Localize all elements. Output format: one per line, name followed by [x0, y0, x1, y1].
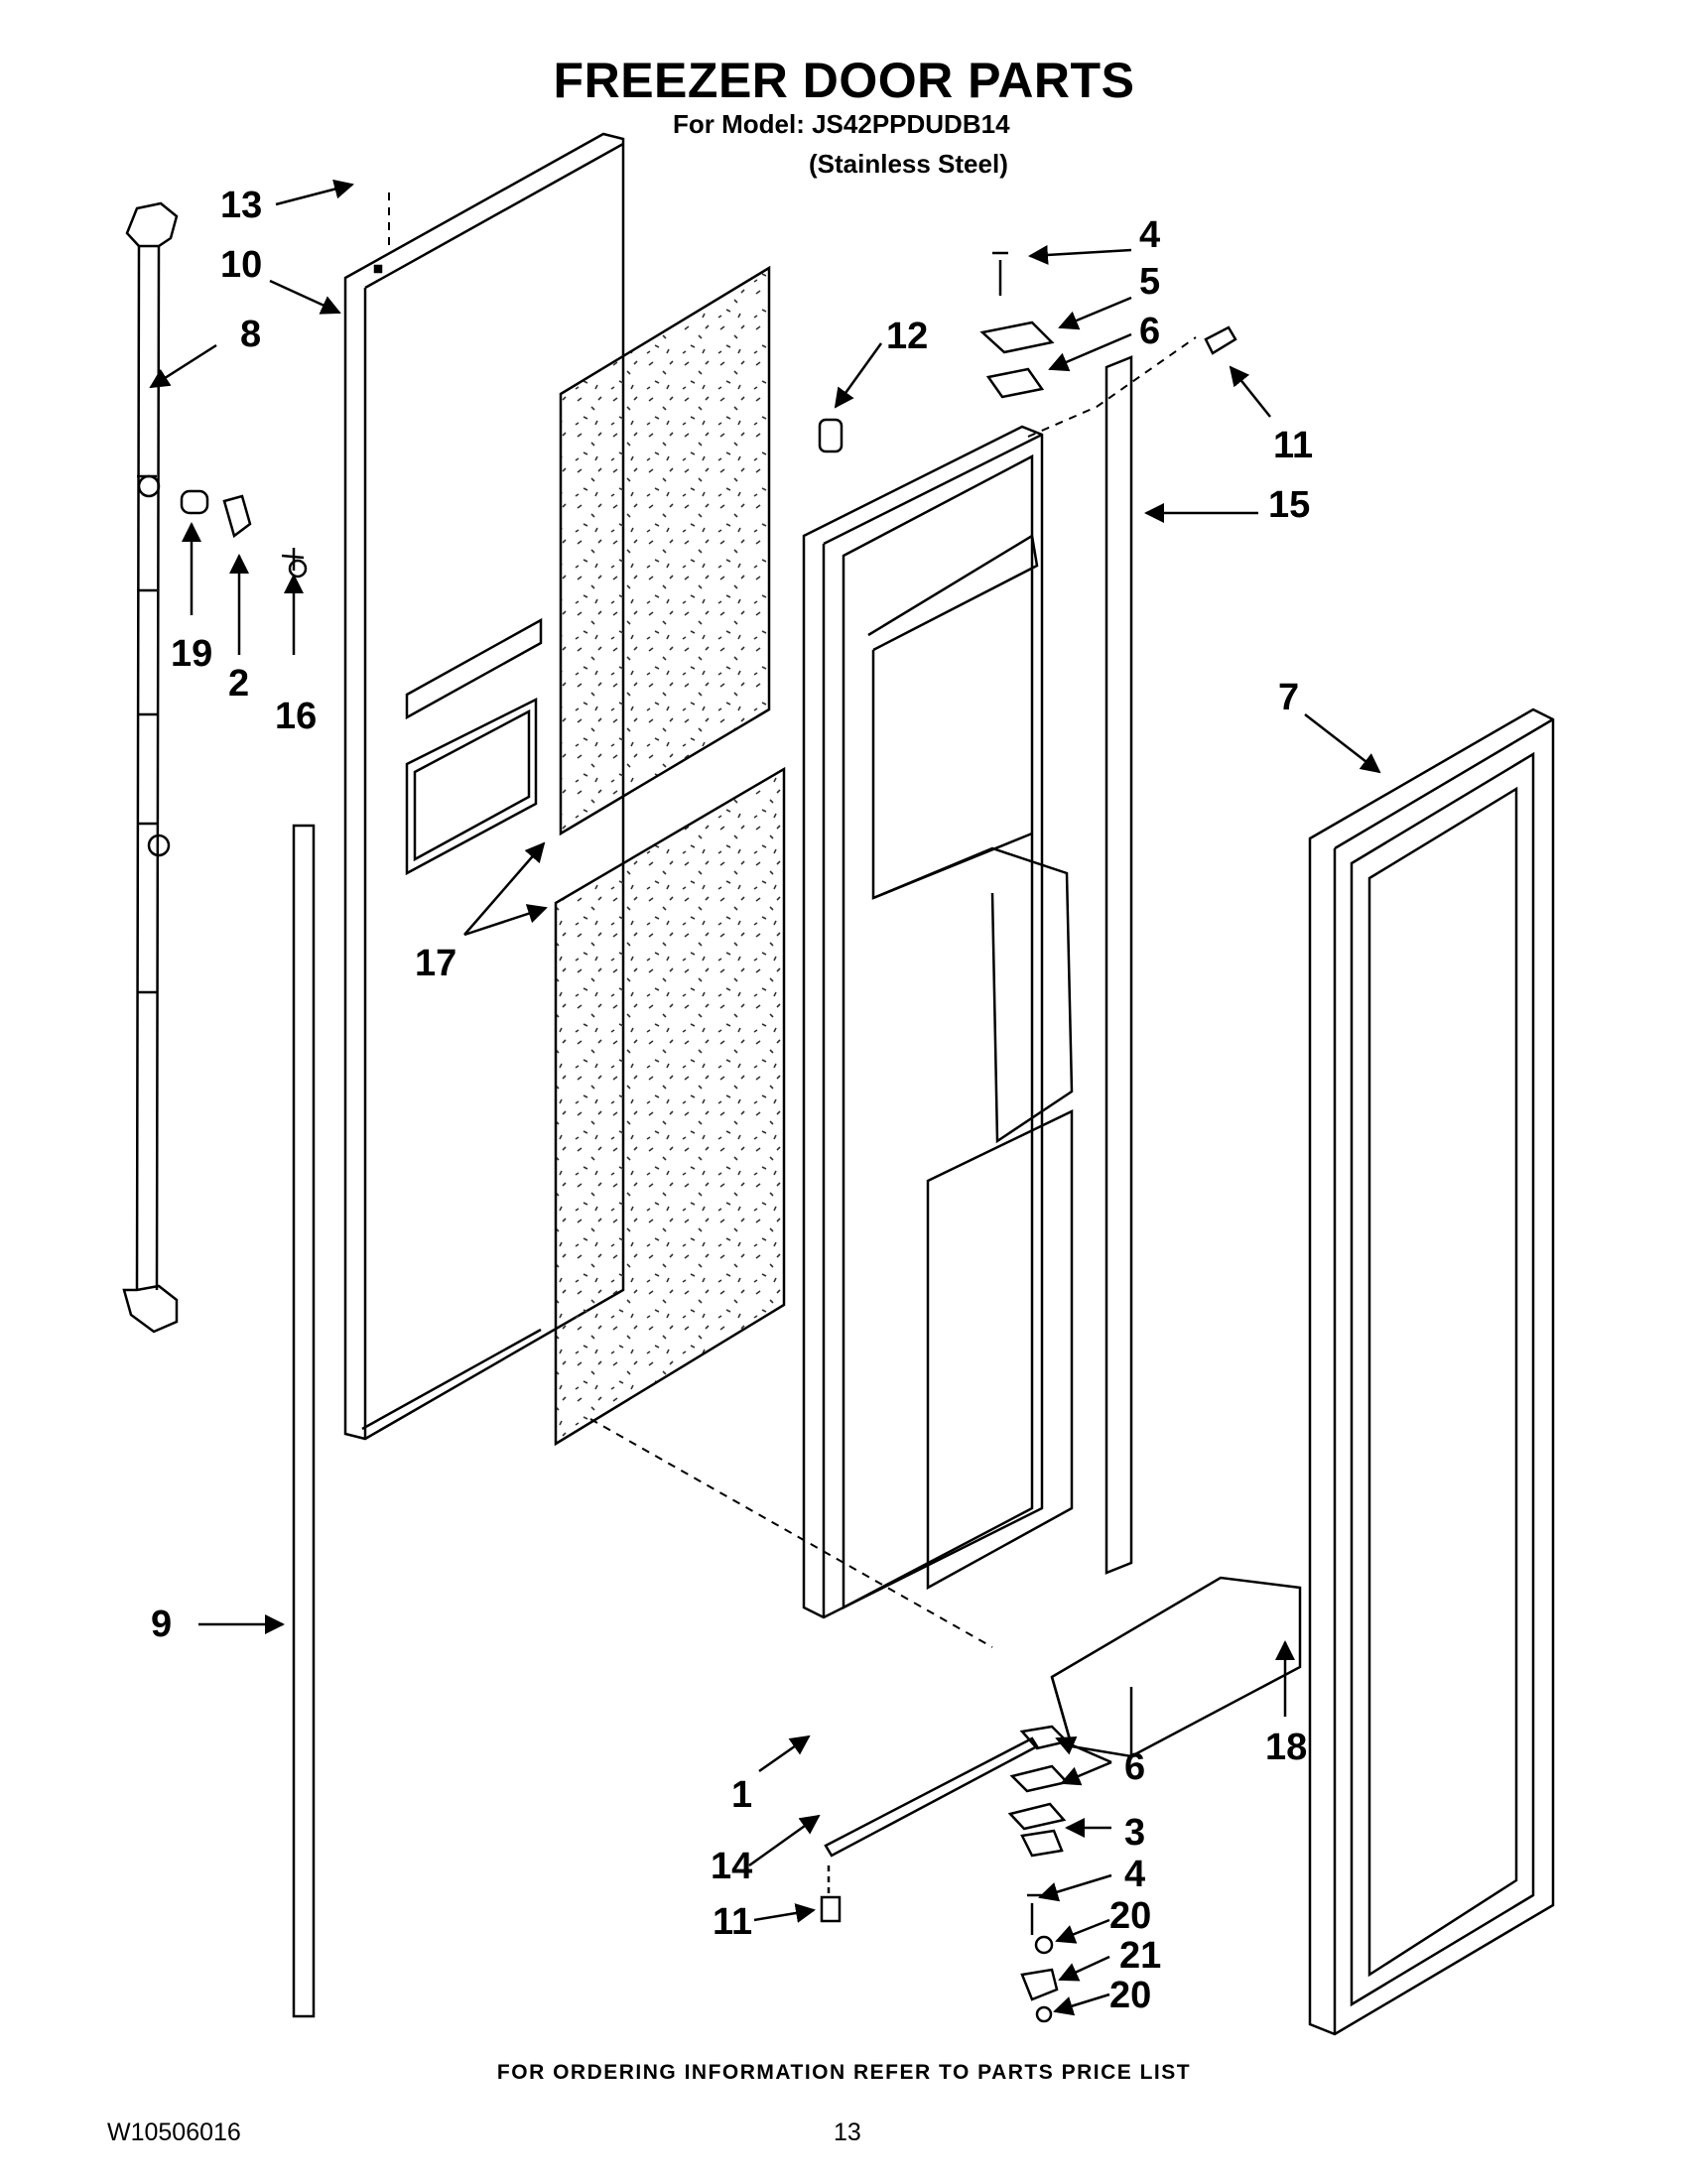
top-screw: [1204, 325, 1237, 355]
callout-7: 7: [1278, 677, 1300, 718]
callout-11-top: 11: [1273, 425, 1314, 466]
insulation-sheets: [554, 265, 786, 1447]
plug: [818, 418, 844, 453]
callout-17: 17: [415, 943, 457, 984]
callout-2: 2: [228, 663, 250, 705]
callout-18: 18: [1265, 1727, 1308, 1768]
callout-21: 21: [1119, 1935, 1162, 1977]
callout-5: 5: [1139, 261, 1161, 303]
callout-1: 1: [731, 1774, 753, 1816]
finish-line: (Stainless Steel): [809, 149, 1008, 179]
callout-4-top: 4: [1139, 214, 1161, 256]
assembly-guides: [388, 193, 1197, 1648]
door-outer-frame: [1308, 707, 1555, 2036]
callout-12: 12: [886, 316, 929, 357]
callout-19: 19: [171, 633, 213, 675]
page-title: FREEZER DOOR PARTS: [553, 53, 1135, 108]
top-hinge-parts: [979, 251, 1055, 399]
callout-4-bottom: 4: [1124, 1854, 1146, 1895]
handle-fasteners: [180, 489, 308, 578]
page-number: 13: [834, 2119, 861, 2146]
callout-6-top: 6: [1139, 311, 1161, 352]
callout-14: 14: [711, 1846, 753, 1887]
callout-8: 8: [240, 314, 262, 355]
callout-10: 10: [220, 244, 263, 286]
callout-11-bottom: 11: [713, 1901, 753, 1943]
callout-15: 15: [1268, 484, 1311, 526]
callout-20-lower: 20: [1109, 1975, 1152, 2016]
bottom-hinge-parts: [1007, 1725, 1070, 2023]
callout-16: 16: [275, 696, 318, 737]
ordering-note: FOR ORDERING INFORMATION REFER TO PARTS …: [496, 2061, 1192, 2084]
handle-rod: [122, 201, 179, 1334]
callout-arrows: [149, 179, 1381, 2016]
door-bin: [1050, 1576, 1302, 1758]
callout-13: 13: [220, 185, 263, 226]
trim-strip: [292, 824, 316, 2018]
model-line: For Model: JS42PPDUDB14: [673, 109, 1010, 139]
bottom-screw: [820, 1865, 842, 1923]
callout-9: 9: [151, 1604, 173, 1645]
bottom-trim: [824, 1736, 1039, 1858]
callout-3: 3: [1124, 1812, 1146, 1854]
callout-20-upper: 20: [1109, 1895, 1152, 1937]
gasket-strip: [1104, 355, 1133, 1575]
callout-6-bottom: 6: [1124, 1746, 1146, 1788]
inner-door-liner: [802, 425, 1074, 1619]
document-number: W10506016: [107, 2119, 241, 2146]
